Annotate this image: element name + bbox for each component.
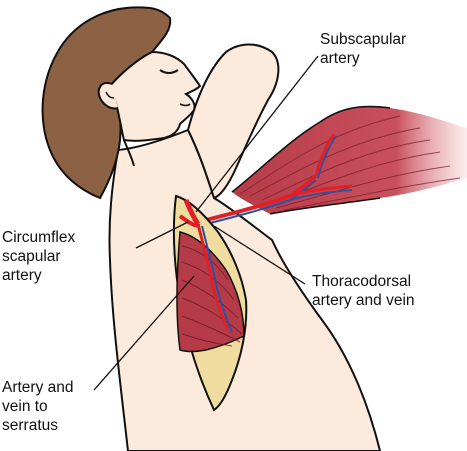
muscle-fibres	[239, 115, 461, 211]
latissimus-muscle-flap	[232, 106, 467, 214]
label-thoracodorsal-line2: artery and vein	[312, 292, 415, 309]
leader-lines	[93, 55, 319, 391]
label-subscapular-line1: Subscapular	[320, 31, 407, 48]
label-circumflex-line3: artery	[2, 267, 42, 284]
eye	[159, 69, 179, 74]
label-subscapular-line2: artery	[320, 50, 360, 67]
label-circumflex-scapular-artery: Circumflex scapular artery	[2, 228, 75, 285]
raised-arm	[186, 43, 280, 200]
thoracodorsal-vessels-flap	[197, 133, 353, 227]
label-circumflex-line2: scapular	[2, 248, 61, 265]
subscapular-vessels	[178, 199, 233, 333]
label-thoracodorsal-artery-vein: Thoracodorsal artery and vein	[312, 272, 415, 310]
mouth	[179, 103, 191, 107]
label-circumflex-line1: Circumflex	[2, 229, 76, 246]
label-subscapular-artery: Subscapular artery	[320, 30, 406, 68]
leader-circumflex	[135, 221, 189, 249]
label-serratus-line3: serratus	[2, 417, 58, 434]
label-serratus-line1: Artery and	[2, 379, 74, 396]
leader-serratus	[93, 275, 195, 391]
face	[108, 50, 202, 142]
label-artery-vein-serratus: Artery and vein to serratus	[2, 378, 74, 435]
label-thoracodorsal-line1: Thoracodorsal	[312, 273, 412, 290]
leader-thoracodorsal	[213, 225, 306, 285]
leader-subscapular	[195, 55, 319, 213]
label-serratus-line2: vein to	[2, 398, 48, 415]
neck-line	[123, 139, 135, 167]
